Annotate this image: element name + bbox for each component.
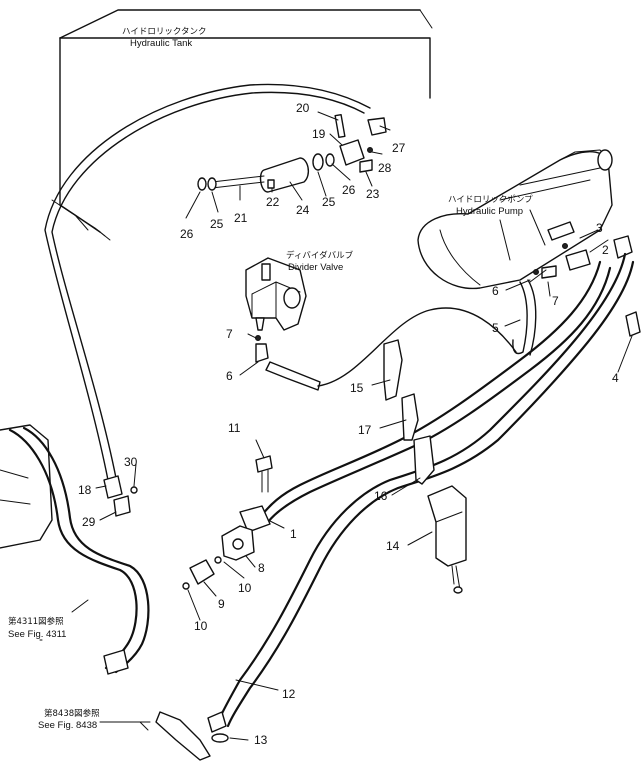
oring-30: [130, 486, 138, 494]
part-number-21: 21: [234, 211, 248, 225]
part-number-22: 22: [266, 195, 280, 209]
fitting-27: [367, 117, 387, 136]
valve-hose: [255, 307, 517, 391]
part-number-24: 24: [296, 203, 310, 217]
fitting-6-left: [255, 343, 269, 363]
see-fig-8438-label-jp: 第8438図参照: [44, 708, 100, 719]
hydraulic-pump-label-jp: ハイドロリックポンプ: [448, 195, 533, 205]
hydraulic-pump: [417, 149, 613, 290]
part-number-6-left: 6: [226, 369, 233, 383]
upper-fitting-group: [197, 113, 387, 193]
part-number-callouts: 1 2 3 4 5 6 6 7 7 8 9 10 10 11 12 13 14 …: [78, 101, 619, 747]
part-number-10-left: 10: [194, 619, 208, 633]
left-frame: [0, 424, 150, 675]
bolt-4: [625, 311, 641, 337]
part-number-7-left: 7: [226, 327, 233, 341]
fitting-29: [113, 495, 131, 517]
part-number-26-right: 26: [342, 183, 356, 197]
part-number-17: 17: [358, 423, 372, 437]
part-number-29: 29: [82, 515, 96, 529]
bracket-14: [427, 485, 467, 594]
clamp-15: [383, 339, 403, 401]
part-number-10-right: 10: [238, 581, 252, 595]
oring-10-left: [182, 582, 190, 590]
part-number-13: 13: [254, 733, 268, 747]
part-number-12: 12: [282, 687, 296, 701]
fittings-lower: [182, 525, 255, 590]
oring-28: [367, 147, 373, 153]
fitting-7-right: [541, 265, 557, 279]
part-number-9: 9: [218, 597, 225, 611]
part-number-8: 8: [258, 561, 265, 575]
part-number-18: 18: [78, 483, 92, 497]
part-number-20: 20: [296, 101, 310, 115]
clamp-16: [413, 435, 435, 485]
part-number-26-left: 26: [180, 227, 194, 241]
nut-26-left: [197, 177, 207, 191]
clamp-17: [401, 393, 419, 441]
bolt-20: [334, 113, 346, 139]
part-number-19: 19: [312, 127, 326, 141]
bolt-11: [255, 455, 273, 493]
pump-fittings: [533, 235, 641, 337]
part-number-3: 3: [596, 221, 603, 235]
part-number-5: 5: [492, 321, 499, 335]
hydraulic-tank-label-en: Hydraulic Tank: [130, 38, 192, 49]
plug-23: [359, 159, 373, 173]
washer-25-left: [207, 177, 217, 191]
see-fig-8438-label-en: See Fig. 8438: [38, 720, 97, 731]
part-number-16: 16: [374, 489, 388, 503]
part-number-15: 15: [350, 381, 364, 395]
nut-26-right: [325, 153, 335, 167]
see-fig-4311-label-jp: 第4311図参照: [8, 616, 64, 627]
see-fig-4311-label-en: See Fig. 4311: [8, 629, 66, 640]
part-number-23: 23: [366, 187, 380, 201]
bolt-21: [211, 175, 265, 189]
part-number-30: 30: [124, 455, 138, 469]
part-number-25-right: 25: [322, 195, 336, 209]
part-number-6-right: 6: [492, 284, 499, 298]
flange-9: [189, 559, 215, 585]
part-number-4: 4: [612, 371, 619, 385]
part-number-7-right: 7: [552, 294, 559, 308]
oring-3: [562, 243, 568, 249]
part-number-11: 11: [228, 421, 241, 435]
clamps: [383, 339, 435, 485]
part-number-25-left: 25: [210, 217, 224, 231]
block-19: [339, 139, 365, 166]
divider-valve-label-jp: ディバイダバルブ: [286, 250, 354, 261]
tank-return-pipe: [44, 83, 371, 481]
divider-valve: [245, 257, 307, 331]
tank-fittings: [103, 475, 138, 517]
hydraulic-pump-label-en: Hydraulic Pump: [456, 206, 523, 217]
hydraulic-tank-label-jp: ハイドロリックタンク: [122, 27, 207, 37]
oring-10-right: [214, 556, 222, 564]
divider-valve-label-en: Divider Valve: [288, 262, 343, 273]
block-2: [565, 249, 591, 271]
washer-25-right: [312, 153, 324, 171]
part-number-14: 14: [386, 539, 400, 553]
part-number-2: 2: [602, 243, 609, 257]
part-number-27: 27: [392, 141, 406, 155]
leader-lines: [39, 111, 633, 741]
fitting-18: [103, 475, 123, 499]
pipe-end-13: [155, 711, 229, 761]
bolt-22: [267, 179, 275, 189]
part-number-1: 1: [290, 527, 297, 541]
part-number-28: 28: [378, 161, 392, 175]
callout-labels: ハイドロリックタンク Hydraulic Tank ハイドロリックポンプ Hyd…: [8, 27, 533, 731]
